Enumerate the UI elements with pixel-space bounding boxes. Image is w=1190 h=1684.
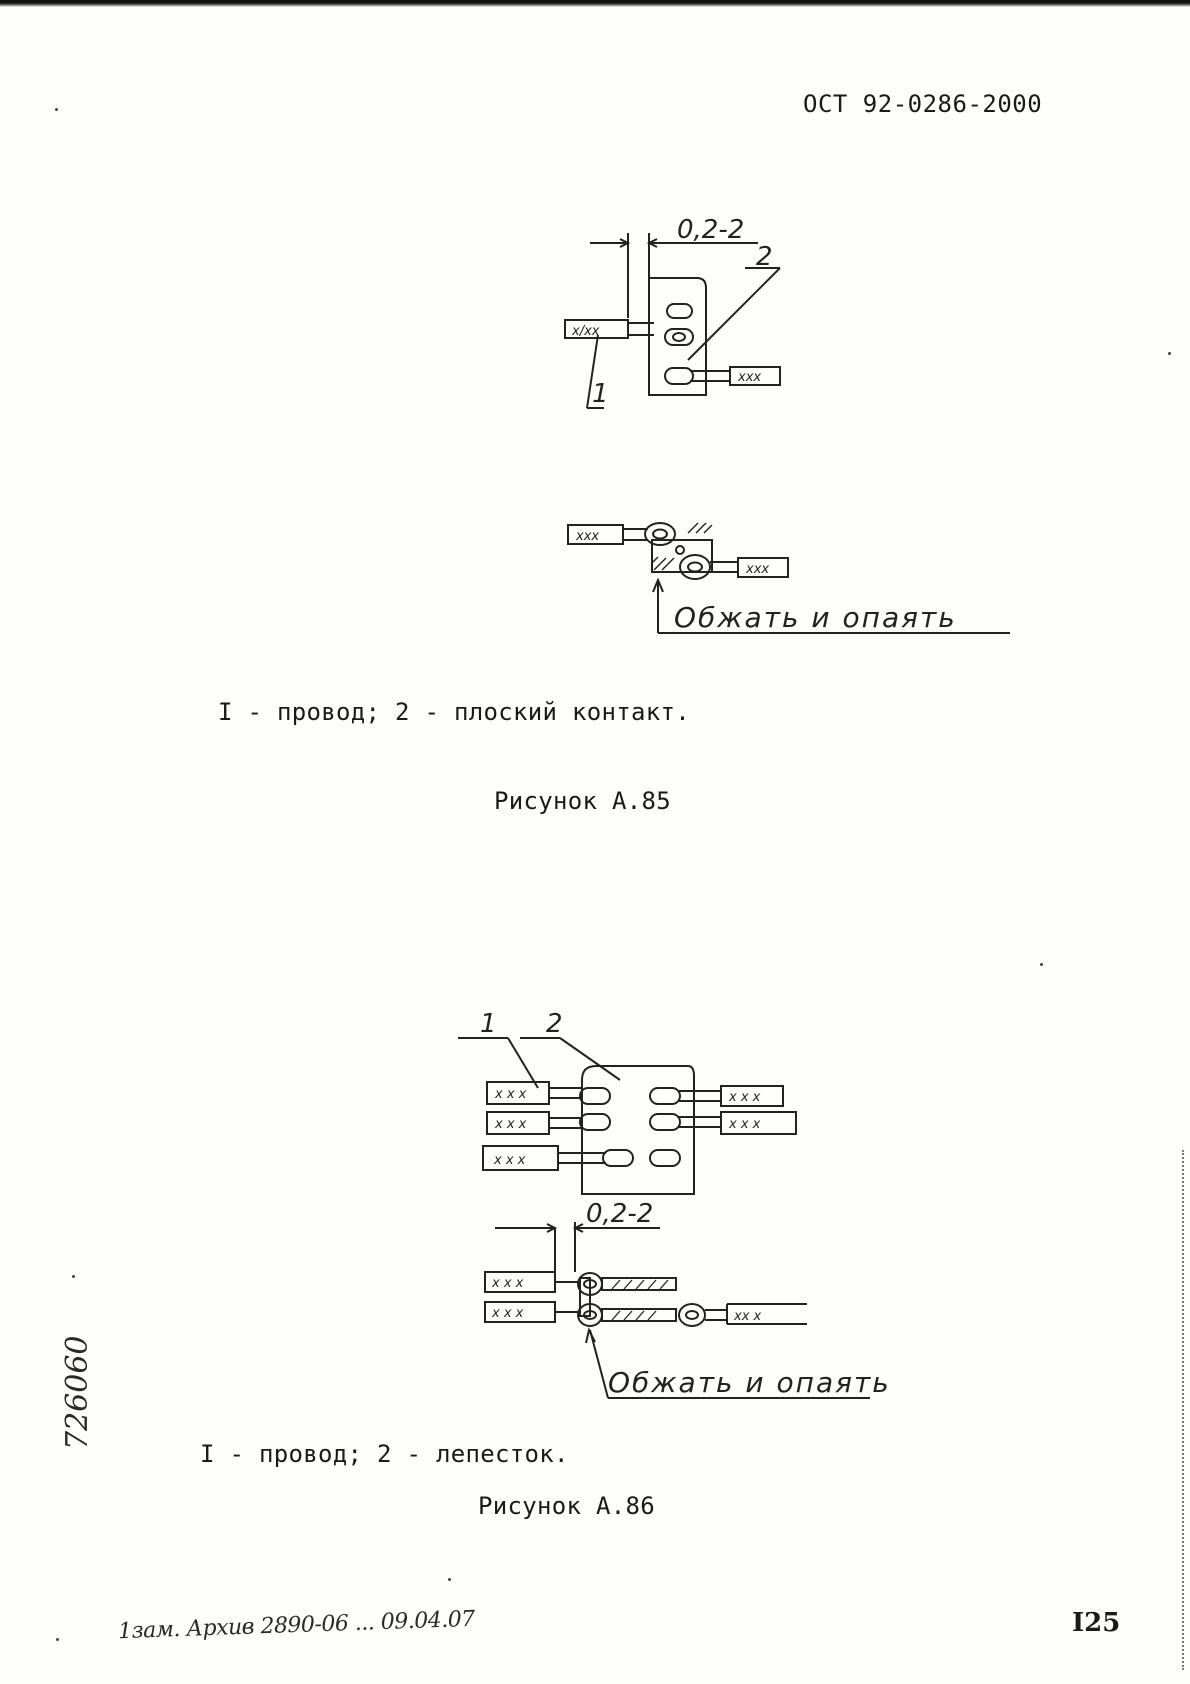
inventory-number: 726060 <box>60 1335 95 1450</box>
scan-speck <box>55 108 58 111</box>
fig85-wire-mark-bottom-right: xxx <box>745 562 769 577</box>
figure-a86-caption: Рисунок А.86 <box>478 1492 655 1520</box>
fig86-dimension-label: 0,2-2 <box>586 1199 653 1229</box>
fig85-callout-1: 1 <box>592 379 609 409</box>
fig85-dimension-label: 0,2-2 <box>677 215 744 245</box>
scan-speck <box>1168 352 1171 355</box>
page-number: I25 <box>1072 1608 1120 1638</box>
fig86-wire-mark-bottom-right: xx x <box>733 1309 762 1324</box>
fig86-wire-mark-6: x x x <box>491 1276 524 1291</box>
scan-speck <box>72 1275 75 1278</box>
scan-right-edge <box>1180 1150 1184 1670</box>
scan-speck <box>448 1578 451 1581</box>
figure-a85-caption: Рисунок А.85 <box>494 787 671 815</box>
fig86-wire-mark-4: x x x <box>728 1090 761 1105</box>
document-code: ОСТ 92-0286-2000 <box>803 90 1042 118</box>
figure-a86-drawing: 1 2 0,2-2 Обжать и опаять x x x x x x x … <box>440 1000 900 1410</box>
fig86-callout-1: 1 <box>480 1009 497 1039</box>
figure-a85-legend: I - провод; 2 - плоский контакт. <box>218 698 690 726</box>
fig86-wire-mark-1: x x x <box>494 1087 527 1102</box>
fig85-wire-mark-left: x/xx <box>571 324 600 339</box>
change-note: 1зам. Архив 2890-06 ... 09.04.07 <box>118 1607 475 1644</box>
scan-speck <box>1040 963 1043 966</box>
fig85-wire-mark-right: xxx <box>737 370 761 385</box>
fig86-wire-mark-5: x x x <box>728 1117 761 1132</box>
figure-a85-drawing: 0,2-2 2 1 Обжать и опаять x/xx xxx xxx x… <box>540 215 1040 655</box>
scan-speck <box>56 1638 59 1641</box>
fig86-wire-mark-3: x x x <box>493 1153 526 1168</box>
fig86-wire-mark-7: x x x <box>491 1306 524 1321</box>
fig86-note: Обжать и опаять <box>608 1366 891 1399</box>
fig86-callout-2: 2 <box>546 1009 563 1039</box>
scan-top-border <box>0 0 1190 7</box>
figure-a86-legend: I - провод; 2 - лепесток. <box>200 1440 569 1468</box>
fig86-wire-mark-2: x x x <box>494 1117 527 1132</box>
fig85-wire-mark-bottom-left: xxx <box>575 529 599 544</box>
fig85-note: Обжать и опаять <box>674 601 957 634</box>
fig85-callout-2: 2 <box>756 242 773 272</box>
